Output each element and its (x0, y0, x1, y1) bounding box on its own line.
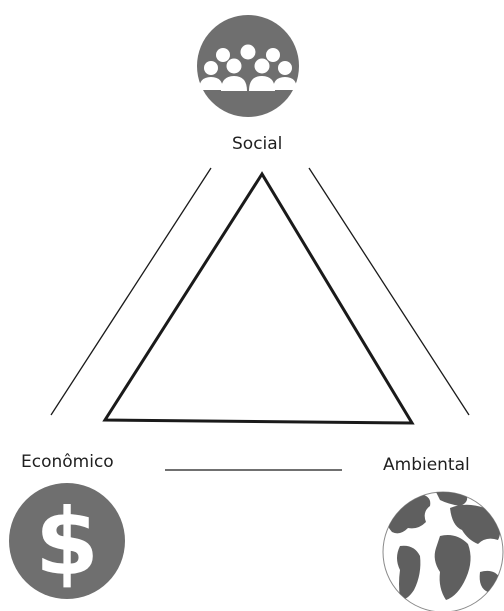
economico-label: Econômico (21, 452, 114, 472)
center-triangle (102, 171, 415, 425)
ambiental-label: Ambiental (383, 455, 470, 475)
globe-icon (382, 491, 504, 611)
social-label: Social (232, 134, 283, 154)
left-connector-line (50, 167, 212, 416)
dollar-icon: $ (9, 483, 125, 599)
right-connector-line (308, 167, 470, 416)
people-group-icon (197, 15, 299, 117)
svg-text:$: $ (35, 489, 99, 596)
